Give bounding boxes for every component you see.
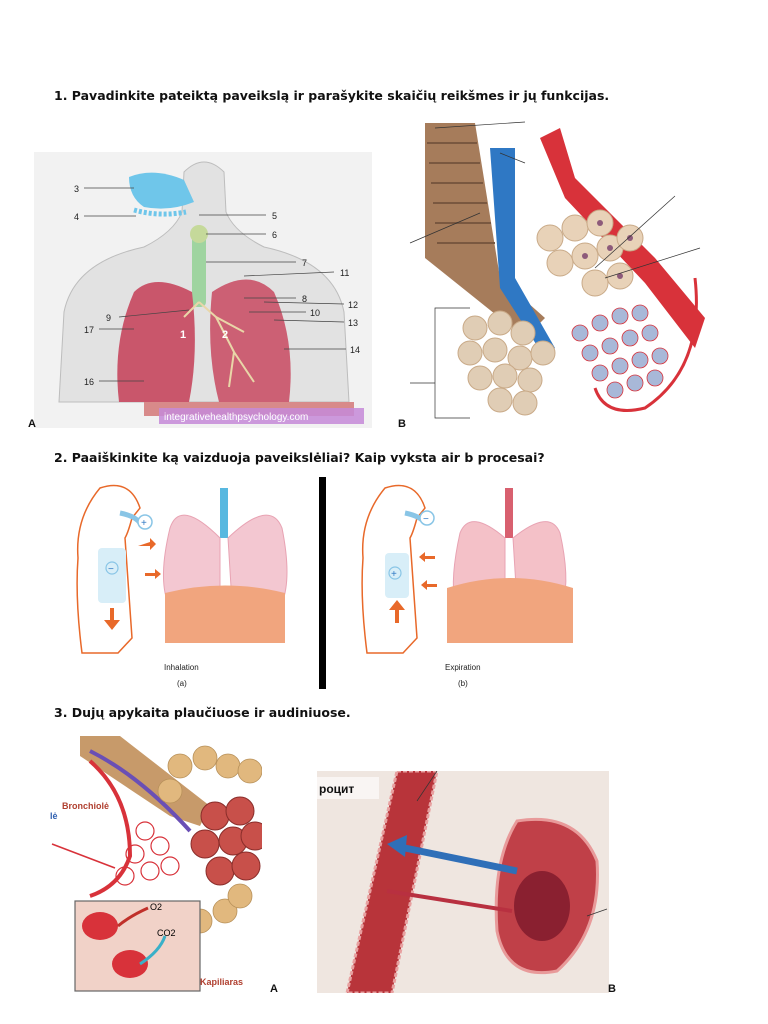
right-lung xyxy=(117,282,195,402)
minus-circle-inhalation xyxy=(105,561,119,575)
label-17: 17 xyxy=(84,325,94,335)
co2-arrow xyxy=(139,935,167,966)
chest-cavity-inhalation xyxy=(98,548,126,603)
label-16: 16 xyxy=(84,377,94,387)
co2-label: CO2 xyxy=(157,928,176,938)
figure-divider xyxy=(319,477,326,689)
label-9: 9 xyxy=(106,313,111,323)
lung-gas-exchange-figure: Bronchiolė lė O2 CO2 Kapiliaras xyxy=(50,736,262,992)
erythrocyte-fragment-label: роцит xyxy=(319,782,354,796)
nasal-cavity xyxy=(129,172,194,209)
alveoli-cell-nuclei xyxy=(582,220,633,279)
diaphragm-inhalation xyxy=(165,585,285,643)
bronchiole-tube xyxy=(80,736,210,826)
blue-vessel xyxy=(89,749,192,833)
red-vessel xyxy=(88,759,133,898)
plus-circle-inhalation xyxy=(137,514,153,530)
bronchial-tree xyxy=(183,301,255,388)
question-2: 2. Paaiškinkite ką vaizduoja paveikslėli… xyxy=(54,450,545,465)
label-14: 14 xyxy=(350,345,360,355)
expiration-letter: (b) xyxy=(458,679,468,688)
alveoli-sections xyxy=(190,796,262,886)
capillary-vessel xyxy=(345,771,439,993)
side-arrow-1 xyxy=(138,538,156,550)
figure-3-corner-b: B xyxy=(608,983,616,995)
trachea xyxy=(192,227,206,307)
blue-arrow xyxy=(394,842,518,875)
oral-cavity xyxy=(133,207,187,217)
kapiliaras-label: Kapiliaras xyxy=(200,977,243,987)
figure-3-corner-a: A xyxy=(270,983,278,995)
question-1: 1. Pavadinkite pateiktą paveikslą ir par… xyxy=(54,88,610,103)
trachea-expiration xyxy=(505,488,513,538)
o2-label: O2 xyxy=(150,902,162,912)
pointer-line xyxy=(51,843,116,869)
bronchiole-label: Bronchiolė xyxy=(62,801,109,811)
red-blood-cell-2 xyxy=(112,950,148,978)
label-10: 10 xyxy=(310,308,320,318)
expiration-caption: Expiration xyxy=(445,663,481,672)
label-3: 3 xyxy=(74,184,79,194)
pulmonary-artery xyxy=(490,148,555,358)
capillary-arc xyxy=(593,277,698,412)
alveoli-cluster-bottom xyxy=(457,310,556,416)
minus-sign-expiration: − xyxy=(423,514,429,525)
expiration-figure: − + Expiration (b) xyxy=(361,484,573,688)
red-arrow xyxy=(386,889,513,913)
chest-cavity-expiration xyxy=(385,553,409,598)
inhalation-caption: Inhalation xyxy=(164,663,199,672)
tissue-gas-exchange-figure: роцит xyxy=(317,771,609,993)
airway-inhalation xyxy=(119,510,143,525)
down-arrow-inhalation xyxy=(104,608,120,630)
watermark: integrativehealthpsychology.com xyxy=(164,412,308,423)
label-7: 7 xyxy=(302,258,307,268)
label-6: 6 xyxy=(272,230,277,240)
blue-arrowhead xyxy=(387,835,407,857)
question-3: 3. Dujų apykaita plaučiuose ir audiniuos… xyxy=(54,705,351,720)
inhalation-letter: (a) xyxy=(177,679,187,688)
pointer-line-top xyxy=(416,771,438,802)
label-4: 4 xyxy=(74,212,79,222)
tissue-cell-nucleus xyxy=(514,871,570,941)
alveoli-figure xyxy=(409,121,705,419)
label-background xyxy=(317,777,379,799)
minus-circle-expiration xyxy=(419,510,435,526)
plus-circle-expiration xyxy=(388,566,402,580)
label-11: 11 xyxy=(340,268,349,278)
capillary-network xyxy=(571,304,669,399)
respiratory-system-figure: integrativehealthpsychology.com 3 4 5 6 … xyxy=(34,152,372,428)
plus-sign-expiration: + xyxy=(391,569,397,580)
larynx xyxy=(190,225,208,243)
body-outline-expiration xyxy=(361,484,426,654)
figure-1-corner-b: B xyxy=(398,418,406,430)
bronchus xyxy=(425,123,545,338)
label-8: 8 xyxy=(302,294,307,304)
diaphragm-expiration xyxy=(447,578,573,643)
minus-sign-inhalation: − xyxy=(108,564,114,575)
label-5: 5 xyxy=(272,211,277,221)
capillary-mesh xyxy=(115,821,180,886)
figure-1-corner-a: A xyxy=(28,418,36,430)
watermark-box xyxy=(159,408,364,424)
inward-arrow-2 xyxy=(421,580,437,590)
o2-arrow xyxy=(117,906,149,928)
red-blood-cell-1 xyxy=(82,912,118,940)
le-fragment-label: lė xyxy=(50,811,58,821)
label-13: 13 xyxy=(348,318,358,328)
side-arrow-2 xyxy=(145,569,161,579)
label-12: 12 xyxy=(348,300,358,310)
inhalation-figure: + − Inhalation (a) xyxy=(76,484,288,688)
pointer-line-right xyxy=(586,908,608,917)
label-2: 2 xyxy=(222,329,228,341)
up-arrow-expiration xyxy=(389,600,405,623)
inward-arrow-1 xyxy=(419,552,435,562)
trachea-inhalation xyxy=(220,488,228,538)
plus-sign-inhalation: + xyxy=(141,518,147,529)
label-1: 1 xyxy=(180,329,186,341)
body-outline-inhalation xyxy=(76,484,141,654)
alveoli-cluster-top xyxy=(536,209,644,297)
